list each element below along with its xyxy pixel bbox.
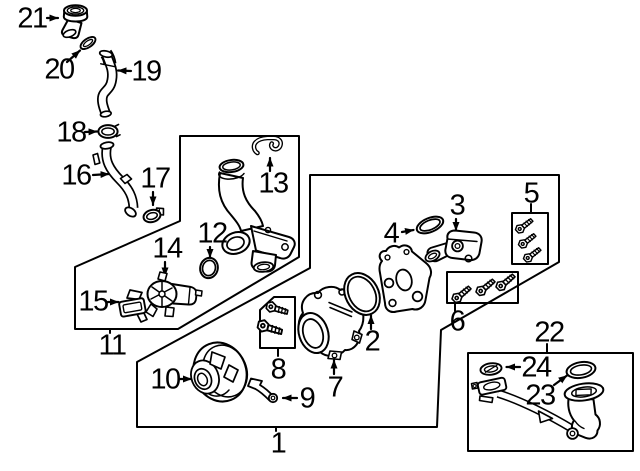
part-4-o-ring [415, 215, 445, 235]
part-24-gasket [479, 362, 503, 376]
callout-1: 1 [270, 427, 287, 460]
part-13-clip [251, 135, 283, 156]
callout-10: 10 [150, 363, 181, 396]
callout-23-arrow [552, 374, 569, 387]
callout-20-arrow [65, 49, 82, 64]
part-8-bolt-set [255, 299, 291, 339]
callout-17: 17 [140, 162, 171, 195]
part-11-inlet-pipe [217, 158, 296, 273]
callout-5: 5 [523, 177, 540, 210]
part-18-hose-clamp [97, 123, 121, 139]
callout-3: 3 [449, 189, 466, 222]
callout-20: 20 [44, 53, 75, 86]
callout-16-arrow [91, 171, 111, 179]
part-15-bracket [118, 289, 148, 323]
callout-14: 14 [152, 232, 183, 265]
callout-21: 21 [17, 2, 48, 35]
callout-19: 19 [131, 55, 162, 88]
callout-12: 12 [197, 217, 228, 250]
callout-4-arrow [400, 228, 415, 235]
callout-9: 9 [299, 382, 316, 415]
callout-2: 2 [364, 325, 381, 358]
callout-23: 23 [525, 379, 556, 412]
callout-leaders [45, 14, 569, 432]
callout-24: 24 [521, 351, 552, 384]
callout-11: 11 [98, 329, 127, 362]
part-5-bolt-set [513, 215, 544, 265]
part-21-filler-neck-cap [60, 4, 89, 40]
part-6-bolt-set [449, 270, 518, 306]
part-2-gasket [343, 272, 381, 316]
part-7-water-pump [297, 285, 365, 361]
part-12-o-ring [199, 256, 219, 280]
part-14-thermostat [145, 271, 203, 318]
callout-16: 16 [61, 159, 92, 192]
group-box-6 [446, 271, 519, 304]
callout-4: 4 [383, 217, 400, 250]
part-10-pulley [190, 341, 249, 403]
callout-22: 22 [534, 316, 565, 349]
part-19-hose [97, 49, 118, 118]
callout-15: 15 [78, 285, 109, 318]
group-box-11 [74, 135, 300, 330]
group-box-5 [511, 212, 549, 265]
part-22-crossover-pipe [470, 376, 605, 440]
part-mounting-plate [378, 244, 433, 313]
callout-18: 18 [56, 116, 87, 149]
callout-6: 6 [449, 305, 466, 338]
group-box-22 [467, 352, 634, 452]
callout-18-arrow [83, 128, 99, 136]
part-16-filler-pipe [92, 141, 139, 218]
part-23-gasket [565, 360, 597, 380]
callout-19-arrow [116, 67, 133, 75]
part-9-bypass-pipe [247, 377, 279, 404]
callout-7: 7 [327, 371, 344, 404]
callout-8: 8 [270, 353, 287, 386]
group-box-1 [136, 174, 560, 428]
part-17-hose-clamp [142, 207, 165, 224]
part-3-outlet-connector [424, 229, 483, 263]
part-20-gasket [79, 35, 97, 51]
callout-13: 13 [258, 167, 289, 200]
